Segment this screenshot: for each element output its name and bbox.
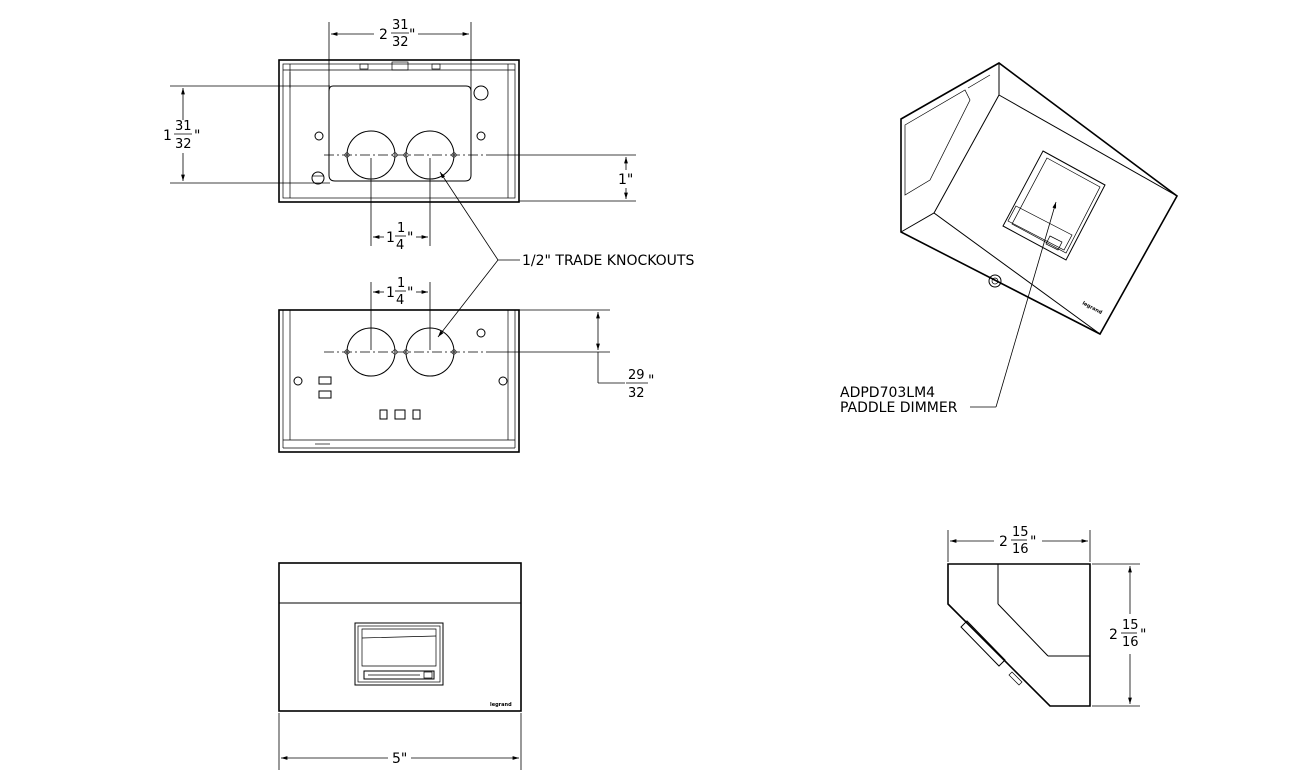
dim-side-height-num: 15 — [1122, 618, 1139, 633]
side-view — [947, 563, 1091, 707]
dim-top-spacing-unit: " — [407, 230, 413, 246]
dimmer-model-label: ADPD703LM4 — [840, 385, 935, 401]
dim-mid-spacing-den: 4 — [396, 293, 404, 308]
dim-top-height-whole: 1 — [163, 128, 172, 144]
dim-top-spacing-den: 4 — [396, 238, 404, 253]
knockouts-callout: 1/2" TRADE KNOCKOUTS — [437, 171, 694, 338]
dim-top-spacing: 1 1 4 " — [370, 158, 431, 253]
dim-side-width-den: 16 — [1012, 542, 1029, 557]
dim-mid-offset-unit: " — [648, 373, 654, 389]
dim-top-height-den: 32 — [175, 137, 192, 152]
dim-top-offset-label: 1" — [618, 172, 633, 188]
dimmer-name-label: PADDLE DIMMER — [840, 400, 958, 416]
front-view — [278, 562, 522, 712]
dim-top-height: 1 31 32 " — [163, 85, 330, 184]
dim-mid-spacing-whole: 1 — [386, 285, 395, 301]
dim-side-width-whole: 2 — [999, 534, 1008, 550]
dim-mid-offset-den: 32 — [628, 386, 645, 401]
dim-top-spacing-num: 1 — [397, 221, 405, 236]
isometric-view — [900, 62, 1179, 336]
knockouts-label: 1/2" TRADE KNOCKOUTS — [522, 253, 694, 269]
dim-mid-spacing: 1 1 4 " — [370, 276, 431, 350]
dim-mid-offset-num: 29 — [628, 368, 645, 383]
dim-side-height: 2 15 16 " — [1092, 563, 1146, 707]
dim-front-width: 5" — [278, 713, 522, 770]
dim-top-height-unit: " — [194, 128, 200, 144]
dim-side-height-unit: " — [1140, 627, 1146, 643]
dim-top-width-unit: " — [409, 27, 415, 43]
dim-mid-spacing-num: 1 — [397, 276, 405, 291]
dim-side-width-num: 15 — [1012, 525, 1029, 540]
dim-side-width: 2 15 16 " — [947, 525, 1091, 562]
dimmer-callout: ADPD703LM4 PADDLE DIMMER — [840, 201, 1057, 416]
dim-top-width-num: 31 — [392, 18, 409, 33]
dim-top-width: 2 31 32 " — [328, 18, 472, 150]
iso-brand-mark: legrand — [1081, 300, 1103, 316]
dim-top-offset: 1" — [490, 154, 636, 202]
dim-top-width-den: 32 — [392, 35, 409, 50]
front-brand-mark: legrand — [490, 702, 512, 708]
bottom-view — [278, 309, 520, 453]
dim-top-spacing-whole: 1 — [386, 230, 395, 246]
dim-side-width-unit: " — [1030, 534, 1036, 550]
dim-side-height-whole: 2 — [1109, 627, 1118, 643]
dim-top-height-num: 31 — [175, 119, 192, 134]
top-view — [278, 59, 520, 203]
dim-side-height-den: 16 — [1122, 635, 1139, 650]
dim-mid-offset: 29 32 " — [490, 309, 654, 401]
dim-top-width-whole: 2 — [379, 27, 388, 43]
dim-mid-spacing-unit: " — [407, 285, 413, 301]
dim-front-width-label: 5" — [392, 751, 407, 767]
